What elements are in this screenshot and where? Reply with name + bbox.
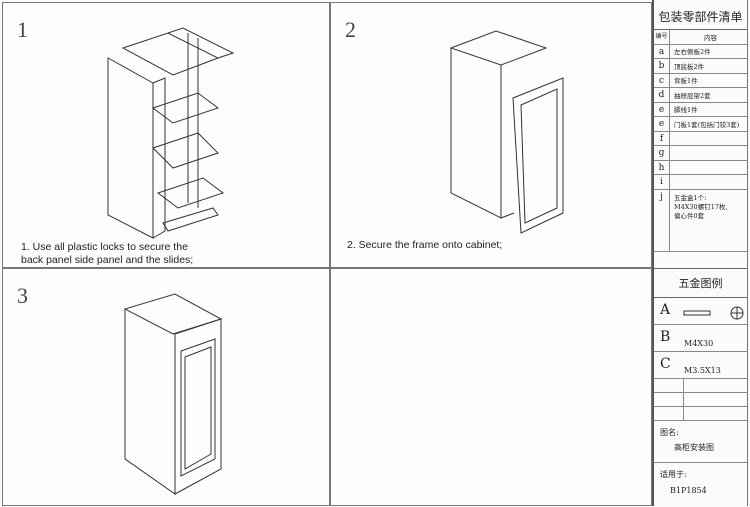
applies-label: 适用于:: [660, 469, 687, 479]
cabinet-with-frame-illustration: [449, 30, 564, 234]
row-id: g: [654, 146, 670, 160]
step-number: 2: [345, 17, 356, 42]
step-number: 1: [17, 17, 28, 42]
hardware-legend-title: 五金图例: [654, 267, 747, 298]
drawing-name-label: 图名:: [660, 427, 679, 437]
hardware-letter: C: [660, 355, 671, 372]
parts-list-title: 包装零部件清单: [654, 0, 747, 30]
row-content: 脚线1件: [674, 106, 698, 115]
parts-row: f: [654, 131, 747, 146]
row-id: a: [654, 44, 670, 58]
parts-row: e 门板1套(包括门铰3套): [654, 117, 747, 132]
parts-row: c 背板1件: [654, 73, 747, 88]
parts-row: b 顶底板2件: [654, 59, 747, 74]
row-id: i: [654, 175, 670, 189]
row-id: d: [654, 88, 670, 102]
applies-to-box: 适用于: B1P1854: [654, 463, 747, 501]
header-content: 内容: [704, 33, 717, 42]
row-id: f: [654, 131, 670, 145]
row-content: 抽屉层架2套: [674, 91, 711, 100]
parts-row: d 抽屉层架2套: [654, 88, 747, 103]
parts-row: a 左右侧板2件: [654, 44, 747, 59]
step-caption: 1. Use all plastic locks to secure the b…: [21, 241, 194, 266]
step-4-panel: [330, 268, 652, 506]
hardware-letter: B: [660, 328, 671, 345]
row-j-line: 五金盒1个:: [674, 193, 707, 202]
row-content: 左右侧板2件: [674, 48, 711, 57]
hardware-spec: M4X30: [684, 338, 714, 348]
hardware-item-c: C M3.5X13: [654, 352, 747, 379]
step-1-panel: 1 1. Use all plastic locks to secure the…: [2, 2, 330, 268]
parts-list-header: 编号 内容: [654, 30, 747, 45]
row-content: 背板1件: [674, 77, 698, 86]
assembled-cabinet-illustration: [123, 293, 223, 495]
step-number: 3: [17, 283, 28, 308]
step-2-panel: 2 2. Secure the frame onto cabinet;: [330, 2, 652, 268]
row-id: c: [654, 73, 670, 87]
step-caption: 2. Secure the frame onto cabinet;: [347, 239, 503, 251]
applies-value: B1P1854: [670, 485, 707, 495]
drawing-name-box: 图名: 高柜安装图: [654, 421, 747, 463]
meta-row: [654, 378, 747, 393]
cabinet-exploded-illustration: [107, 27, 235, 239]
row-j-line: M4X30螺钉17枚,: [674, 202, 728, 211]
header-id: 编号: [654, 30, 670, 44]
hardware-letter: A: [660, 301, 671, 318]
row-id: j: [654, 189, 670, 251]
row-j-line: 偏心件0套: [674, 211, 705, 220]
parts-row: i: [654, 175, 747, 190]
parts-row: h: [654, 160, 747, 175]
row-id: h: [654, 160, 670, 174]
row-content: 顶底板2件: [674, 62, 705, 71]
step-3-panel: 3: [2, 268, 330, 506]
row-id: e: [654, 102, 670, 116]
meta-row: [654, 392, 747, 407]
parts-row: g: [654, 146, 747, 161]
row-id: e: [654, 117, 670, 131]
hardware-item-b: B M4X30: [654, 325, 747, 352]
parts-row: e 脚线1件: [654, 102, 747, 117]
hardware-spec: M3.5X13: [684, 365, 721, 375]
drawing-name: 高柜安装图: [674, 442, 714, 452]
hardware-item-a: A: [654, 298, 747, 325]
row-content: 门板1套(包括门铰3套): [674, 120, 740, 129]
row-id: b: [654, 59, 670, 73]
parts-row-j: j 五金盒1个:M4X30螺钉17枚,偏心件0套: [654, 189, 747, 252]
meta-row: [654, 406, 747, 421]
cam-bolt-icon: [683, 306, 744, 319]
